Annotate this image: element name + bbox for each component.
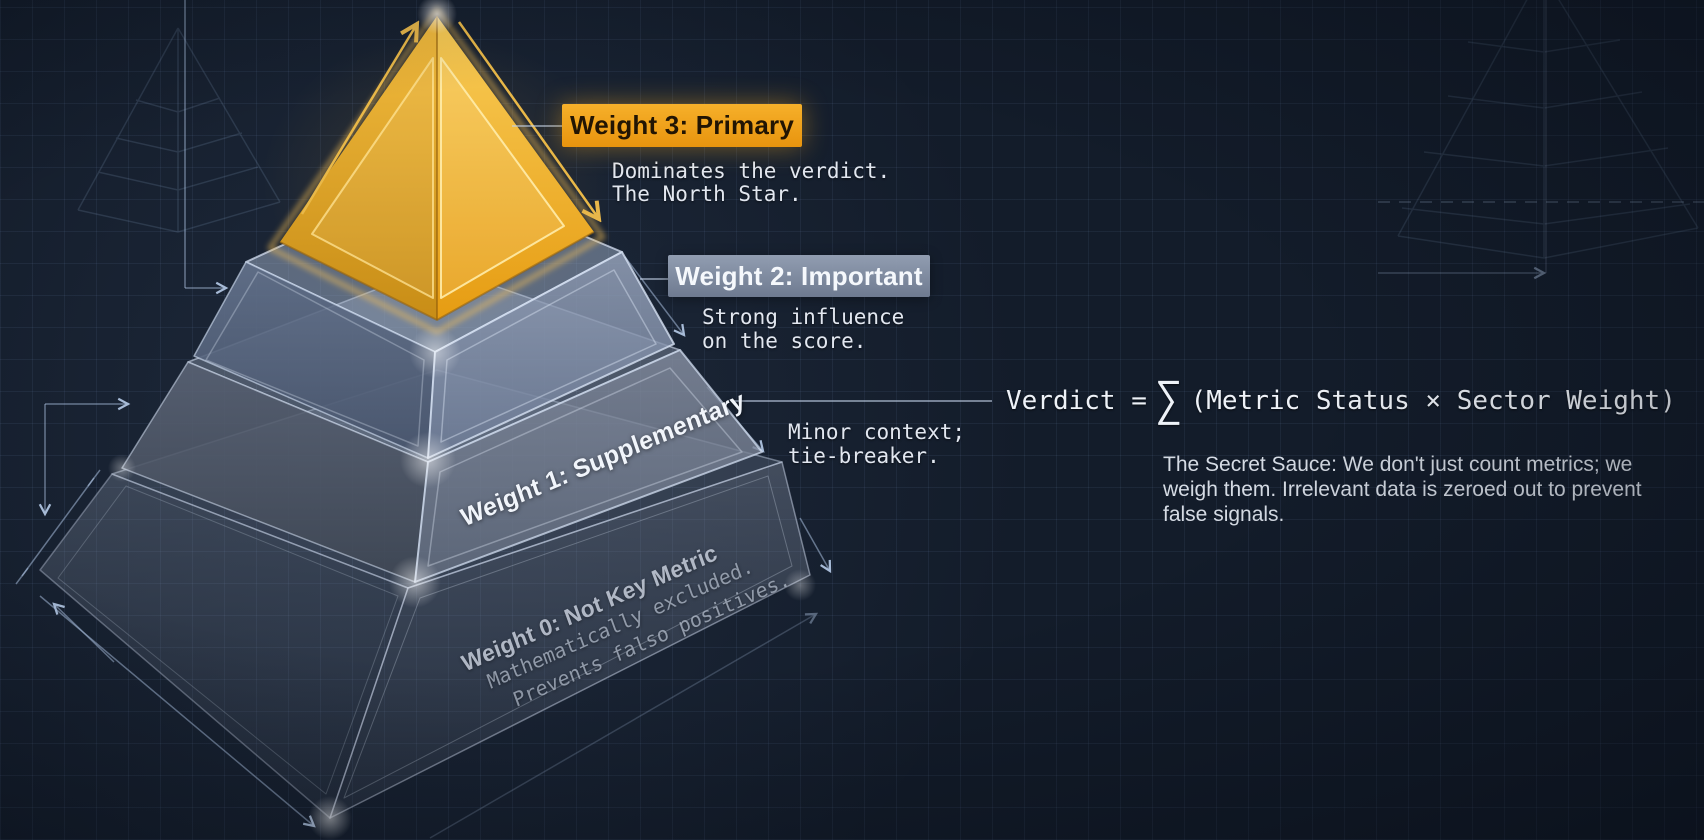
secret-sauce-note: The Secret Sauce: We don't just count me… <box>1163 453 1642 526</box>
weight-3-description: Dominates the verdict. The North Star. <box>612 160 890 206</box>
weight-3-desc-line2: The North Star. <box>612 182 802 206</box>
formula-rhs: (Metric Status × Sector Weight) <box>1190 386 1676 416</box>
sigma-symbol: ∑ <box>1154 372 1183 426</box>
weight-3-label: Weight 3: Primary <box>562 104 802 147</box>
weight-2-desc-line2: on the score. <box>702 329 867 353</box>
weight-3-desc-line1: Dominates the verdict. <box>612 159 891 183</box>
formula-lhs: Verdict = <box>1006 386 1147 416</box>
weight-2-description: Strong influence on the score. <box>702 305 904 353</box>
wireframe-sketch-right <box>1397 0 1699 259</box>
weight-1-desc-line2: tie-breaker. <box>788 444 940 468</box>
verdict-formula: Verdict = ∑ (Metric Status × Sector Weig… <box>1006 372 1676 426</box>
weight-1-desc-line1: Minor context; <box>788 420 966 444</box>
weight-2-label: Weight 2: Important <box>668 255 930 297</box>
weight-1-description: Minor context; tie-breaker. <box>788 420 965 468</box>
weight-2-desc-line1: Strong influence <box>702 305 905 329</box>
